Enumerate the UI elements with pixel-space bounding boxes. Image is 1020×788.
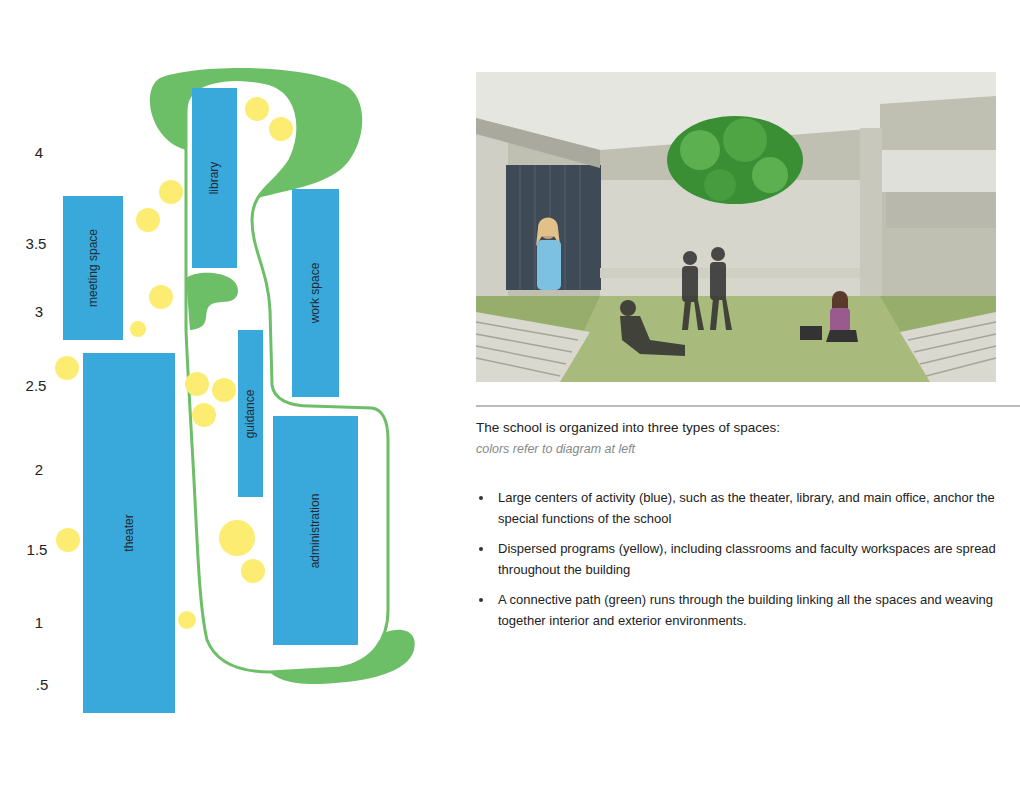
program-dot: [245, 97, 269, 121]
program-dot: [159, 180, 183, 204]
person-silhouette: [620, 316, 685, 356]
stairs-left: [476, 312, 590, 382]
laptop: [800, 326, 822, 340]
person-silhouette: [683, 251, 697, 265]
student-figure: [830, 308, 850, 332]
upper-slab-shadow: [886, 192, 996, 228]
axis-value: .5: [36, 676, 49, 693]
program-dot: [178, 611, 196, 629]
column-wall: [860, 128, 882, 300]
stairs-right: [900, 312, 996, 382]
axis-value: 3: [35, 303, 43, 320]
lockers: [506, 165, 601, 290]
stair-lines: [908, 322, 996, 376]
person-silhouette: [682, 300, 704, 330]
axis-value: 2.5: [26, 377, 47, 394]
tree-canopy: [667, 116, 803, 204]
student-figure: [826, 330, 858, 342]
program-dot: [185, 372, 209, 396]
bullet-text: Large centers of activity (blue), such a…: [498, 487, 1013, 529]
program-name: work space: [309, 263, 323, 324]
program-block: guidance: [238, 330, 263, 497]
program-dot: [241, 559, 265, 583]
program-dot: [269, 117, 293, 141]
axis-value: 2: [35, 461, 43, 478]
bullet-text: A connective path (green) runs through t…: [498, 589, 1013, 631]
program-name: guidance: [244, 389, 258, 438]
green-path-outline: [186, 80, 388, 672]
person-silhouette: [682, 266, 698, 302]
program-dot: [192, 403, 216, 427]
program-name: theater: [122, 514, 136, 551]
axis-value: 3.5: [26, 235, 47, 252]
program-name: library: [207, 162, 221, 195]
stair-lines: [476, 322, 578, 376]
locker-lines: [520, 165, 580, 290]
program-block: library: [192, 88, 237, 268]
axis-value: 1: [35, 614, 43, 631]
program-dot: [219, 520, 255, 556]
bullet-dot: [479, 598, 483, 602]
tree-canopy: [752, 157, 788, 193]
balcony-rail: [600, 268, 860, 278]
program-block: administration: [273, 416, 358, 645]
bullet-dot: [479, 496, 483, 500]
person-silhouette: [710, 262, 726, 300]
program-name: administration: [308, 493, 322, 568]
program-block: work space: [292, 189, 339, 397]
green-floor: [476, 296, 996, 382]
program-dot: [149, 285, 173, 309]
divider-rule: [476, 406, 1020, 407]
person-silhouette: [620, 300, 636, 316]
green-floor-light: [560, 296, 930, 382]
axis-value: 1.5: [27, 541, 48, 558]
person-silhouette: [710, 298, 732, 330]
upper-slab: [882, 150, 996, 192]
program-dot: [136, 208, 160, 232]
bullet-text: Dispersed programs (yellow), including c…: [498, 538, 1013, 580]
slab-shadow: [476, 118, 600, 168]
program-block: theater: [83, 353, 175, 713]
program-dot: [55, 356, 79, 380]
program-name: meeting space: [86, 229, 100, 307]
tree-canopy: [723, 118, 767, 162]
axis-value: 4: [35, 144, 43, 161]
program-block: meeting space: [63, 196, 123, 340]
program-dot: [212, 378, 236, 402]
note-text: colors refer to diagram at left: [476, 442, 1016, 456]
person-silhouette: [711, 247, 725, 261]
tree-canopy: [680, 130, 720, 170]
program-dot: [56, 528, 80, 552]
student-figure: [537, 240, 561, 290]
tree-canopy: [704, 169, 736, 201]
bullet-dot: [479, 547, 483, 551]
render-ground: [476, 72, 996, 382]
intro-text: The school is organized into three types…: [476, 420, 1016, 435]
green-path-lobe: [186, 273, 238, 330]
rendering: [476, 72, 996, 382]
program-dot: [130, 321, 146, 337]
